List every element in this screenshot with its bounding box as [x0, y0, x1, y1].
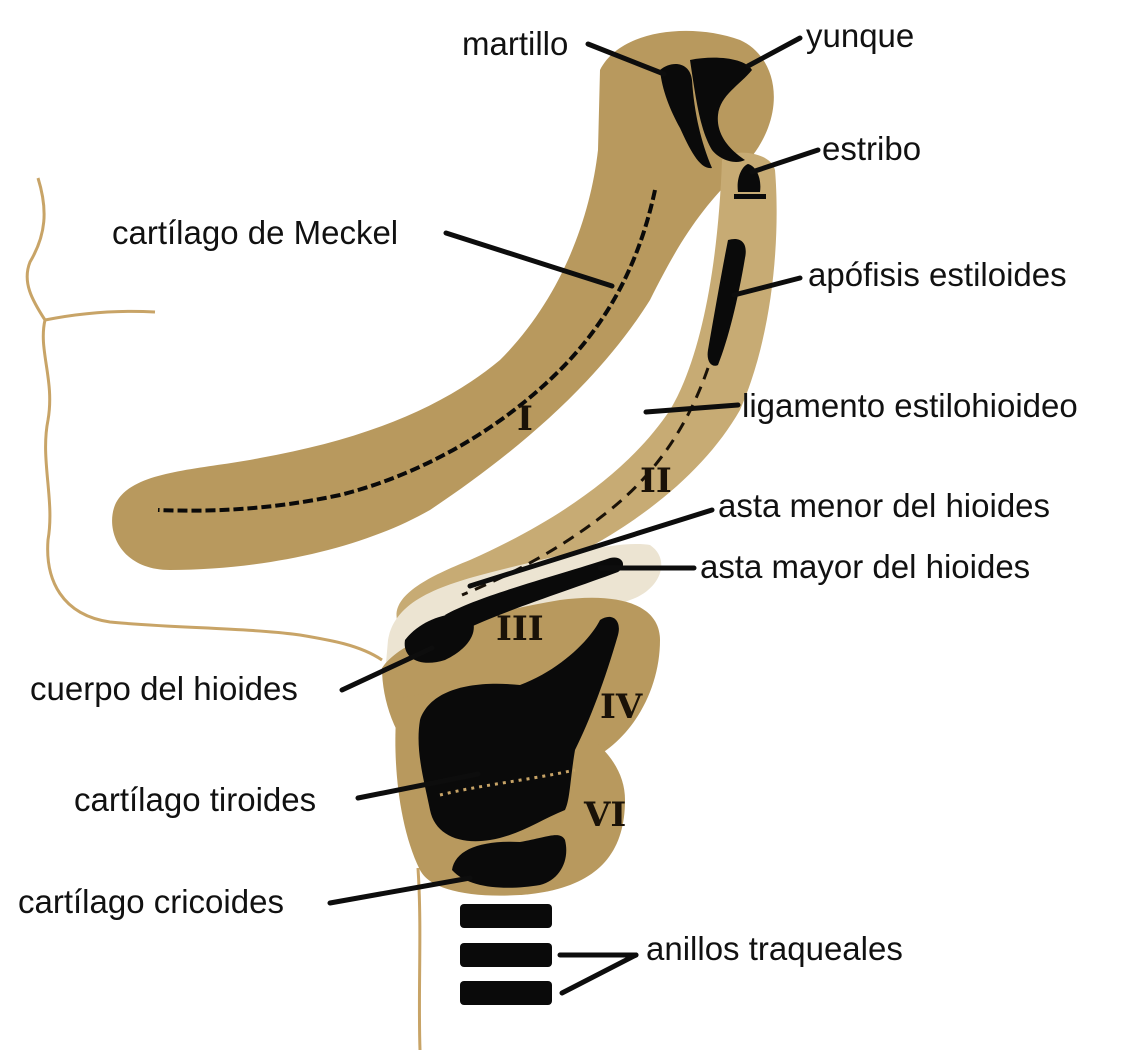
tracheal-ring-2 [460, 943, 552, 967]
arch-numeral-iii: III [496, 609, 544, 649]
arch-numeral-vi: VI [583, 795, 626, 835]
label-anillos: anillos traqueales [646, 930, 903, 967]
label-cuerpo-hioides: cuerpo del hioides [30, 670, 298, 707]
label-martillo: martillo [462, 25, 568, 62]
label-cricoides: cartílago cricoides [18, 883, 284, 920]
arch-numeral-ii: II [640, 461, 672, 501]
label-asta-menor: asta menor del hioides [718, 487, 1050, 524]
tracheal-ring-3 [460, 981, 552, 1005]
arch-numeral-iv: IV [600, 687, 643, 727]
neck-front-outline [418, 868, 420, 1050]
label-estribo: estribo [822, 130, 921, 167]
label-tiroides: cartílago tiroides [74, 781, 316, 818]
leader-cricoides [330, 878, 470, 903]
label-meckel: cartílago de Meckel [112, 214, 398, 251]
label-ligamento: ligamento estilohioideo [742, 387, 1078, 424]
chin-outline [45, 311, 155, 320]
leader-anillos-lower [562, 955, 636, 993]
tracheal-ring-1 [460, 904, 552, 928]
arch-numeral-i: I [517, 399, 533, 439]
label-apofisis: apófisis estiloides [808, 256, 1067, 293]
label-yunque: yunque [806, 17, 914, 54]
label-asta-mayor: asta mayor del hioides [700, 548, 1030, 585]
